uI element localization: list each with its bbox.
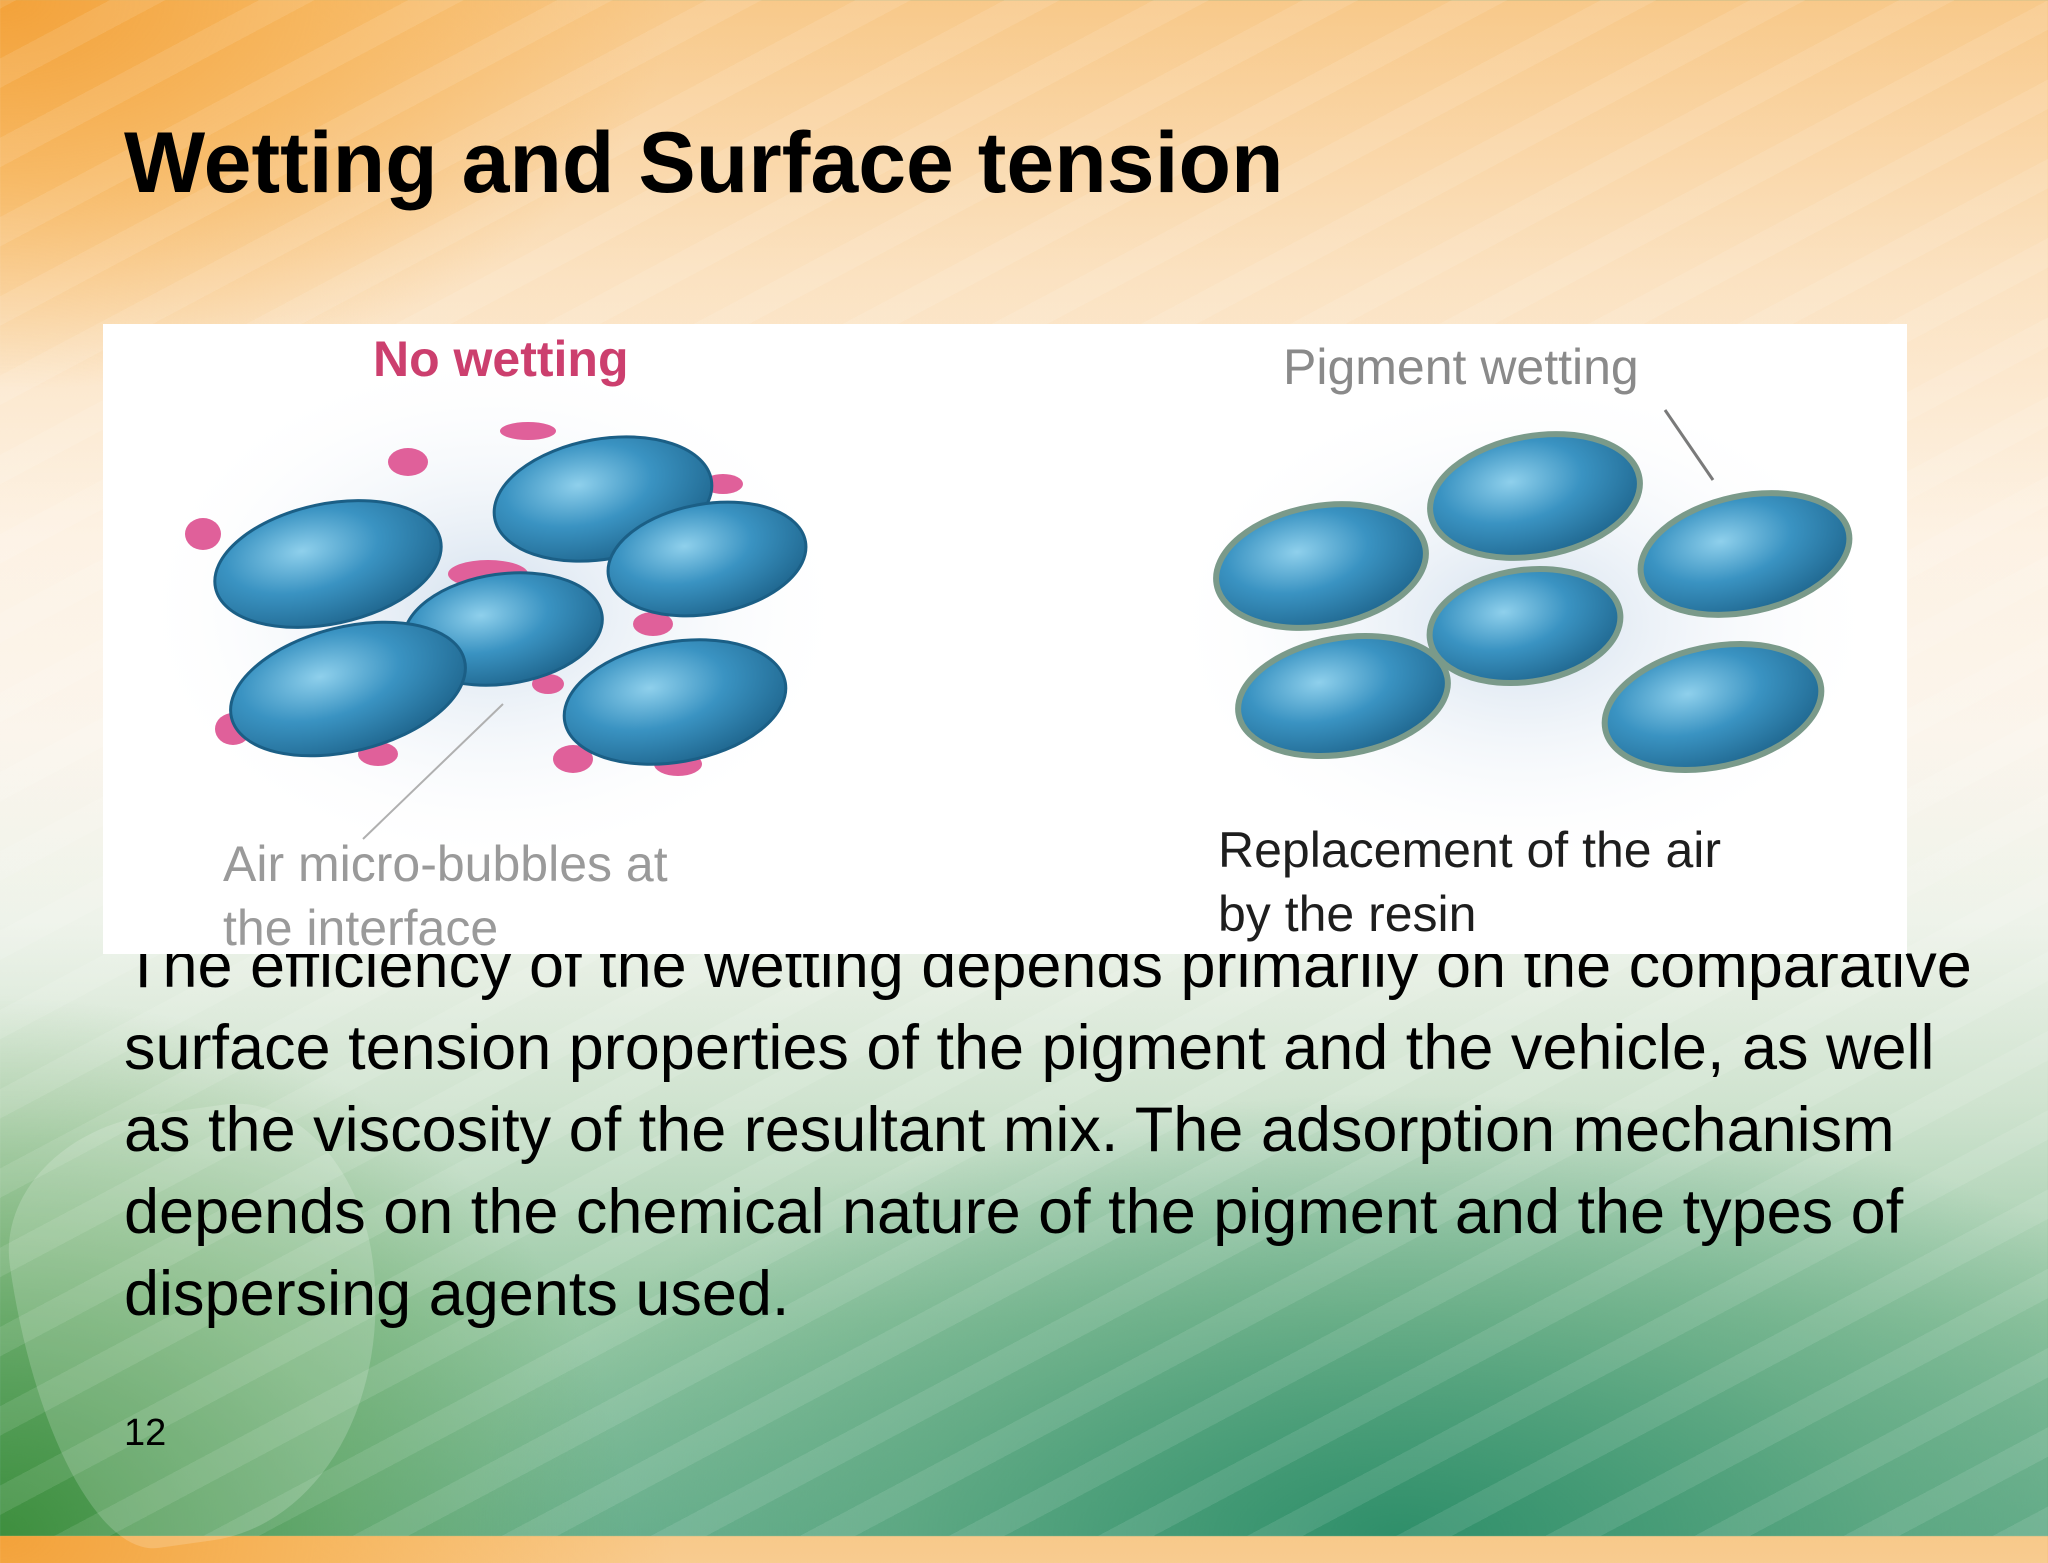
pigment-particles-dry bbox=[213, 435, 808, 766]
no-wetting-label: No wetting bbox=[373, 331, 629, 387]
replacement-label-line2: by the resin bbox=[1218, 886, 1477, 942]
pigment-wetting-cluster bbox=[1163, 374, 1883, 874]
pigment-wetting-label: Pigment wetting bbox=[1283, 339, 1639, 395]
pigment-particles-wetted bbox=[1213, 431, 1853, 773]
air-micro-bubbles-label: Air micro-bubbles at the interface bbox=[223, 832, 668, 954]
air-bubbles-pointer bbox=[362, 703, 504, 840]
replacement-label-line1: Replacement of the air bbox=[1218, 822, 1722, 878]
slide-body-text: The efficiency of the wetting depends pr… bbox=[124, 931, 1972, 1329]
no-wetting-cluster bbox=[133, 349, 853, 869]
slide-title: Wetting and Surface tension bbox=[124, 115, 1284, 211]
air-bubbles-label-line2: the interface bbox=[223, 900, 499, 954]
replacement-label: Replacement of the air by the resin bbox=[1218, 818, 1721, 946]
wetting-diagram: No wetting Pigment wetting Air micro-bub… bbox=[103, 324, 1907, 954]
pigment-wetting-pointer bbox=[1663, 409, 1715, 481]
air-bubbles-label-line1: Air micro-bubbles at bbox=[223, 836, 668, 892]
wetting-illustration bbox=[133, 349, 1883, 874]
page-number: 12 bbox=[124, 1412, 167, 1454]
